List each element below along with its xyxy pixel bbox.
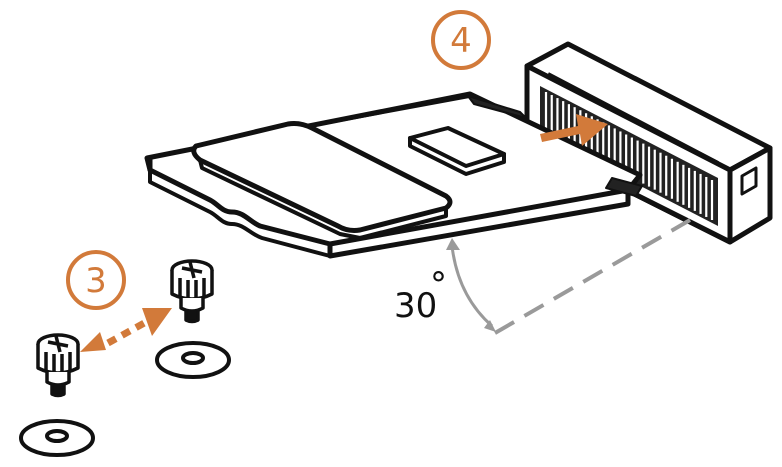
angle-arc (450, 245, 493, 328)
standoff-part (181, 261, 203, 279)
standoff-part (178, 278, 206, 301)
m2-connector-slot-icon (524, 41, 773, 245)
angle-value: 30 (394, 286, 437, 326)
washer-icon (19, 419, 95, 457)
insertion-arrow (540, 114, 608, 146)
angle-guide: 30 ° (394, 218, 692, 335)
step-4-number: 4 (450, 21, 472, 61)
step-3-number: 3 (85, 261, 107, 301)
standoff-part (45, 372, 71, 387)
standoff-screw-icon (36, 333, 80, 398)
standoff-part (44, 352, 72, 375)
standoff-part (179, 298, 205, 313)
standoff-part (50, 384, 66, 398)
standoff-screw-icon (170, 259, 214, 324)
step-4-badge: 4 (431, 10, 491, 70)
angle-arc-arrow-bottom (484, 320, 496, 332)
standoff-part (47, 335, 69, 353)
washer-icon (155, 341, 231, 379)
standoff-move-arrow (80, 308, 172, 352)
m2-ssd-module-icon (144, 91, 643, 259)
angle-arc-arrow-top (446, 238, 460, 250)
step-3-badge: 3 (66, 250, 126, 310)
angle-unit: ° (430, 265, 447, 305)
standoff-part (184, 310, 200, 324)
reference-dashed-line (493, 218, 692, 335)
